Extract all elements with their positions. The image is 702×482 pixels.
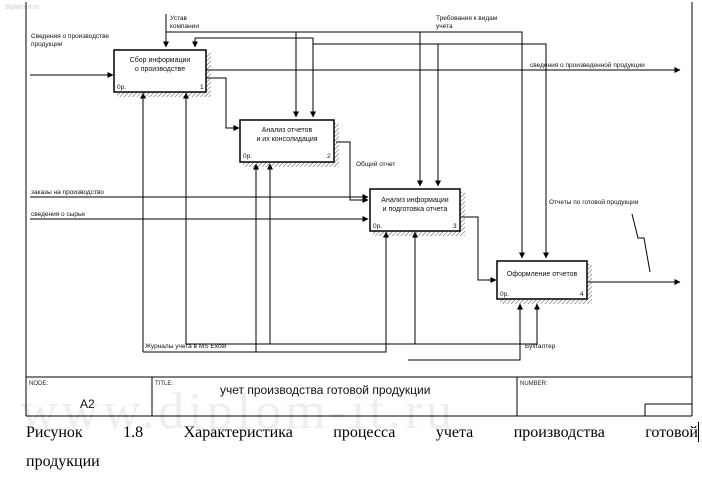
box-2-title-line-1: Анализ отчетов (262, 127, 313, 134)
box-3-number: 3 (453, 223, 457, 230)
label-input-production-info-1: Сведения о производстве (31, 33, 110, 40)
box-3-cost: 0р. (373, 223, 382, 230)
figure-caption: Рисунок 1.8 Характеристика процесса учет… (26, 418, 702, 476)
activity-box-3[interactable]: Анализ информации и подготовка отчета 0р… (369, 188, 465, 236)
activity-box-1[interactable]: Сбор информации о производстве 0р. 1 (113, 49, 211, 97)
caption-word-7: готовой (645, 424, 698, 441)
node-label: NODE: (29, 381, 48, 387)
arrow-box3-to-box4 (461, 216, 497, 283)
box-2-cost: 0р. (243, 153, 252, 160)
arrow-general-report (336, 141, 369, 203)
squiggle-reports (631, 213, 651, 273)
arrow-charter-to-box4 (420, 31, 525, 259)
label-control-requirements-1: Требования к видам (436, 14, 498, 22)
box-1-cost: 0р. (117, 84, 126, 91)
label-control-requirements-2: учета (436, 23, 453, 30)
diagram-frame (25, 2, 693, 417)
box-4-number: 4 (580, 291, 584, 298)
label-control-charter-2: компании (170, 23, 199, 30)
text-cursor (698, 422, 699, 442)
label-general-report: Общий отчет (356, 160, 395, 168)
arrow-mech-accountant-box2 (186, 163, 273, 345)
arrow-mech-accountant-feed (408, 344, 521, 361)
box-3-title-line-1: Анализ информации (381, 197, 449, 204)
label-input-production-info-2: продукции (31, 41, 63, 48)
activity-box-4[interactable]: Оформление отчетов 0р. 4 (496, 260, 592, 304)
caption-word-5: учета (435, 424, 474, 441)
box-1-title-line-2: о производстве (135, 66, 185, 73)
box-2-number: 2 (327, 153, 331, 160)
label-input-orders: заказы на производство (31, 189, 104, 196)
box-3-title-line-2: и подготовка отчета (383, 206, 448, 213)
arrow-requirements-to-box2 (195, 37, 316, 118)
label-output-reports: Отчеты по готовой продукции (549, 198, 639, 206)
arrow-box1-to-box2 (206, 77, 240, 131)
number-label: NUMBER: (520, 381, 548, 387)
box-1-number: 1 (200, 84, 204, 91)
watermark-big: www.diplom-it.ru (20, 383, 456, 440)
caption-line-1: Рисунок 1.8 Характеристика процесса учет… (26, 418, 698, 447)
label-mech-accountant: Бухгалтер (525, 343, 556, 350)
box-2-title-line-2: и их консолидация (256, 136, 317, 143)
label-input-raw: сведения о сырье (31, 211, 85, 218)
title-value: учет производства готовой продукции (220, 383, 430, 397)
arrow-mech-journals-box3 (256, 231, 389, 353)
title-label: TITLE: (155, 381, 173, 387)
box-1-title-line-1: Сбор информации (130, 56, 191, 64)
label-control-charter-1: Устав (170, 15, 187, 22)
arrow-mech-journals-box2 (143, 163, 259, 353)
box-4-title-line-1: Оформление отчетов (507, 271, 578, 278)
caption-word-6: производства (513, 424, 605, 441)
label-output-produced-info: сведения о произведенной продукции (530, 61, 645, 69)
activity-box-2[interactable]: Анализ отчетов и их консолидация 0р. 2 (239, 119, 339, 167)
arrow-mech-accountant-box4 (415, 303, 540, 345)
caption-word-3: Характеристика (183, 424, 293, 441)
caption-word-4: процесса (333, 424, 396, 441)
label-mech-journals: Журналы учета в MS Excel (145, 343, 227, 350)
node-value: A2 (80, 397, 95, 411)
arrow-requirements-to-box4 (438, 43, 549, 259)
watermark-top: diplom-it.ru (5, 4, 40, 11)
caption-word-1: Рисунок (26, 424, 83, 441)
box-4-cost: 0р. (500, 291, 509, 298)
caption-line-2: продукции (26, 453, 100, 470)
arrow-mech-accountant-box3 (270, 231, 418, 345)
caption-word-2: 1.8 (123, 424, 144, 441)
